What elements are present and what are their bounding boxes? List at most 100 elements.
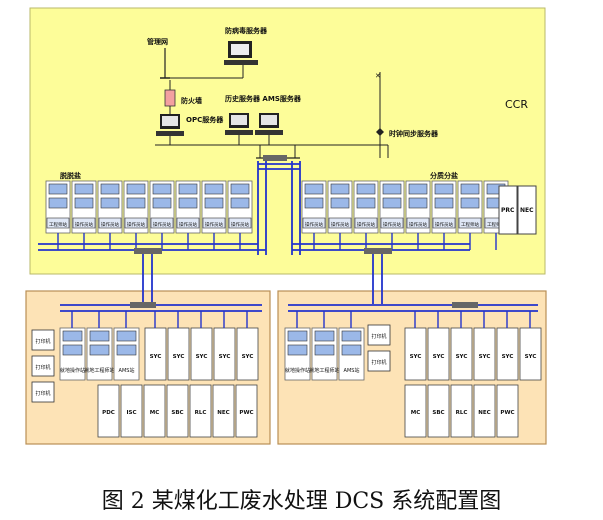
- cabinet-label: MC: [150, 410, 160, 416]
- field-cabinet: [189, 384, 212, 438]
- cabinet-label: PWC: [500, 410, 514, 416]
- field-cabinet: [166, 384, 189, 438]
- console: 操作员站: [353, 180, 379, 234]
- station-label: AMS站: [344, 367, 360, 374]
- console: 操作员站: [149, 180, 175, 234]
- cabinet-label: NEC: [217, 410, 229, 416]
- syc-label: SYC: [433, 354, 445, 360]
- cabinet-label: SBC: [171, 410, 183, 416]
- console-label: 操作员站: [305, 221, 323, 228]
- monitor-icon: [62, 344, 83, 356]
- console: 操作员站: [301, 180, 327, 234]
- console-label: 操作员站: [127, 221, 145, 228]
- syc-label: SYC: [456, 354, 468, 360]
- printer-icon: [31, 329, 55, 351]
- cabinet-label: SBC: [432, 410, 444, 416]
- syc-label: SYC: [150, 354, 162, 360]
- monitor-icon: [100, 197, 120, 209]
- group-right-label: 分质分盐: [430, 171, 458, 180]
- group-left-label: 脱脱盐: [60, 171, 81, 180]
- monitor-icon: [116, 344, 137, 356]
- monitor-icon: [116, 330, 137, 342]
- monitor-icon: [460, 197, 480, 209]
- monitor-icon: [341, 330, 362, 342]
- syc-label: SYC: [196, 354, 208, 360]
- console: 操作员站: [97, 180, 123, 234]
- console: 操作员站: [379, 180, 405, 234]
- monitor-icon: [287, 344, 308, 356]
- station-label: AMS站: [119, 367, 135, 374]
- monitor-icon: [382, 183, 402, 195]
- station-label: 就地操作站: [285, 367, 310, 374]
- monitor-icon: [48, 183, 68, 195]
- right-field-switch-icon: [452, 302, 478, 308]
- syc-label: SYC: [410, 354, 422, 360]
- monitor-icon: [408, 197, 428, 209]
- left-console-group: 工程师站操作员站操作员站操作员站操作员站操作员站操作员站操作员站: [45, 180, 253, 234]
- computer-icon-antivirus: [224, 41, 258, 65]
- monitor-icon: [178, 183, 198, 195]
- console: 操作员站: [327, 180, 353, 234]
- console: 操作员站: [431, 180, 457, 234]
- monitor-icon: [460, 183, 480, 195]
- time-sync-label: 时钟同步服务器: [389, 129, 439, 138]
- monitor-icon: [204, 183, 224, 195]
- monitor-icon: [74, 197, 94, 209]
- cabinet-label: NEC: [478, 410, 490, 416]
- console-label: 工程师站: [49, 221, 67, 228]
- console-label: 操作员站: [331, 221, 349, 228]
- monitor-icon: [204, 197, 224, 209]
- console-label: 操作员站: [205, 221, 223, 228]
- monitor-icon: [74, 183, 94, 195]
- ccr-label: CCR: [505, 98, 528, 111]
- field-cabinet: [404, 384, 427, 438]
- monitor-icon: [434, 183, 454, 195]
- firewall-icon: [164, 89, 176, 107]
- syc-label: SYC: [502, 354, 514, 360]
- antivirus-server-label: 防病毒服务器: [225, 26, 268, 35]
- cabinet-label: PDC: [102, 410, 115, 416]
- console-label: 工程师站: [461, 221, 479, 228]
- printer-icon: [367, 324, 391, 346]
- ccr-nec-label: NEC: [520, 207, 534, 214]
- computer-icon-opc: [156, 114, 184, 136]
- field-cabinet: [496, 384, 519, 438]
- monitor-icon: [408, 183, 428, 195]
- field-cabinet: [235, 384, 258, 438]
- monitor-icon: [152, 197, 172, 209]
- console-drops: [57, 233, 497, 250]
- field-cabinet: [473, 384, 496, 438]
- ccr-nec-cabinet: [517, 185, 537, 235]
- ccr-prc-cabinet: [498, 185, 518, 235]
- monitor-icon: [126, 183, 146, 195]
- console-label: 操作员站: [383, 221, 401, 228]
- monitor-icon: [304, 183, 324, 195]
- console: 操作员站: [227, 180, 253, 234]
- field-cabinet: [427, 384, 450, 438]
- opc-server-label: OPC服务器: [186, 115, 224, 124]
- station-label: 就地操作站: [60, 367, 85, 374]
- monitor-icon: [287, 330, 308, 342]
- field-cabinet: [450, 384, 473, 438]
- console-label: 工程师站: [487, 221, 505, 228]
- console: 操作员站: [201, 180, 227, 234]
- console: 操作员站: [71, 180, 97, 234]
- monitor-icon: [230, 183, 250, 195]
- right-zone-switch-icon: [364, 248, 392, 254]
- mgmt-net-label: 管理网: [147, 37, 168, 46]
- monitor-icon: [314, 330, 335, 342]
- printer-icon: [31, 355, 55, 377]
- monitor-icon: [382, 197, 402, 209]
- syc-label: SYC: [479, 354, 491, 360]
- core-switch-icon: [263, 155, 287, 161]
- printer-label: 打印机: [35, 338, 50, 345]
- console-label: 操作员站: [75, 221, 93, 228]
- monitor-icon: [314, 344, 335, 356]
- field-cabinet: [212, 384, 235, 438]
- cabinet-label: PWC: [239, 410, 253, 416]
- monitor-icon: [178, 197, 198, 209]
- time-sync-device-icon: [376, 128, 384, 136]
- computer-icon-history: [225, 113, 253, 135]
